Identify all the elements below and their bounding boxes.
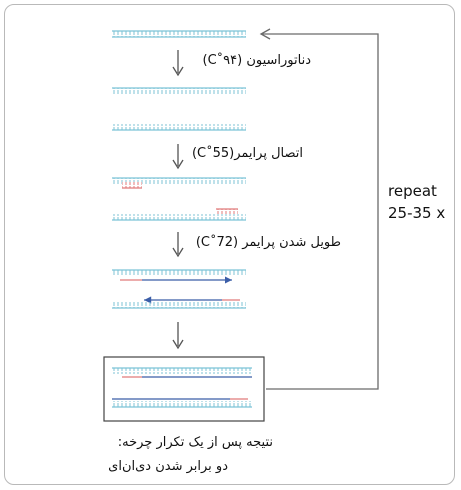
step-arrow-anneal	[172, 144, 184, 170]
dsdna-initial	[112, 30, 246, 38]
ssdna-top	[112, 87, 246, 94]
ssdna-bottom	[112, 124, 246, 131]
repeat-label: repeat 25-35 x	[388, 180, 445, 224]
extending-bottom	[112, 296, 246, 309]
strand-top-with-primer	[112, 177, 246, 189]
result-box	[103, 356, 265, 422]
denature-label: دناتوراسیون (۹۴˚C)	[202, 53, 312, 68]
step-arrow-result	[172, 322, 184, 350]
repeat-word: repeat	[388, 182, 437, 200]
repeat-count: 25-35 x	[388, 204, 446, 222]
anneal-label: اتصال پرایمر(55˚C)	[191, 146, 303, 161]
result-caption-line2: دو برابر شدن دی‌ان‌ای	[108, 459, 228, 474]
dsdna-copy-2	[112, 398, 252, 408]
dsdna-copy-1	[112, 367, 252, 378]
result-caption-line1: نتیجه پس از یک تکرار چرخه:	[117, 435, 273, 450]
figure-frame	[4, 4, 455, 485]
extend-label: طویل شدن پرایمر (72˚C)	[195, 235, 341, 250]
primer-forward	[122, 182, 142, 188]
step-arrow-extend	[172, 232, 184, 258]
repeat-loop-arrow	[259, 28, 379, 390]
strand-bottom-with-primer	[112, 208, 246, 221]
primer-reverse	[216, 209, 238, 215]
extending-top	[112, 269, 246, 284]
step-arrow-denature	[172, 50, 184, 77]
